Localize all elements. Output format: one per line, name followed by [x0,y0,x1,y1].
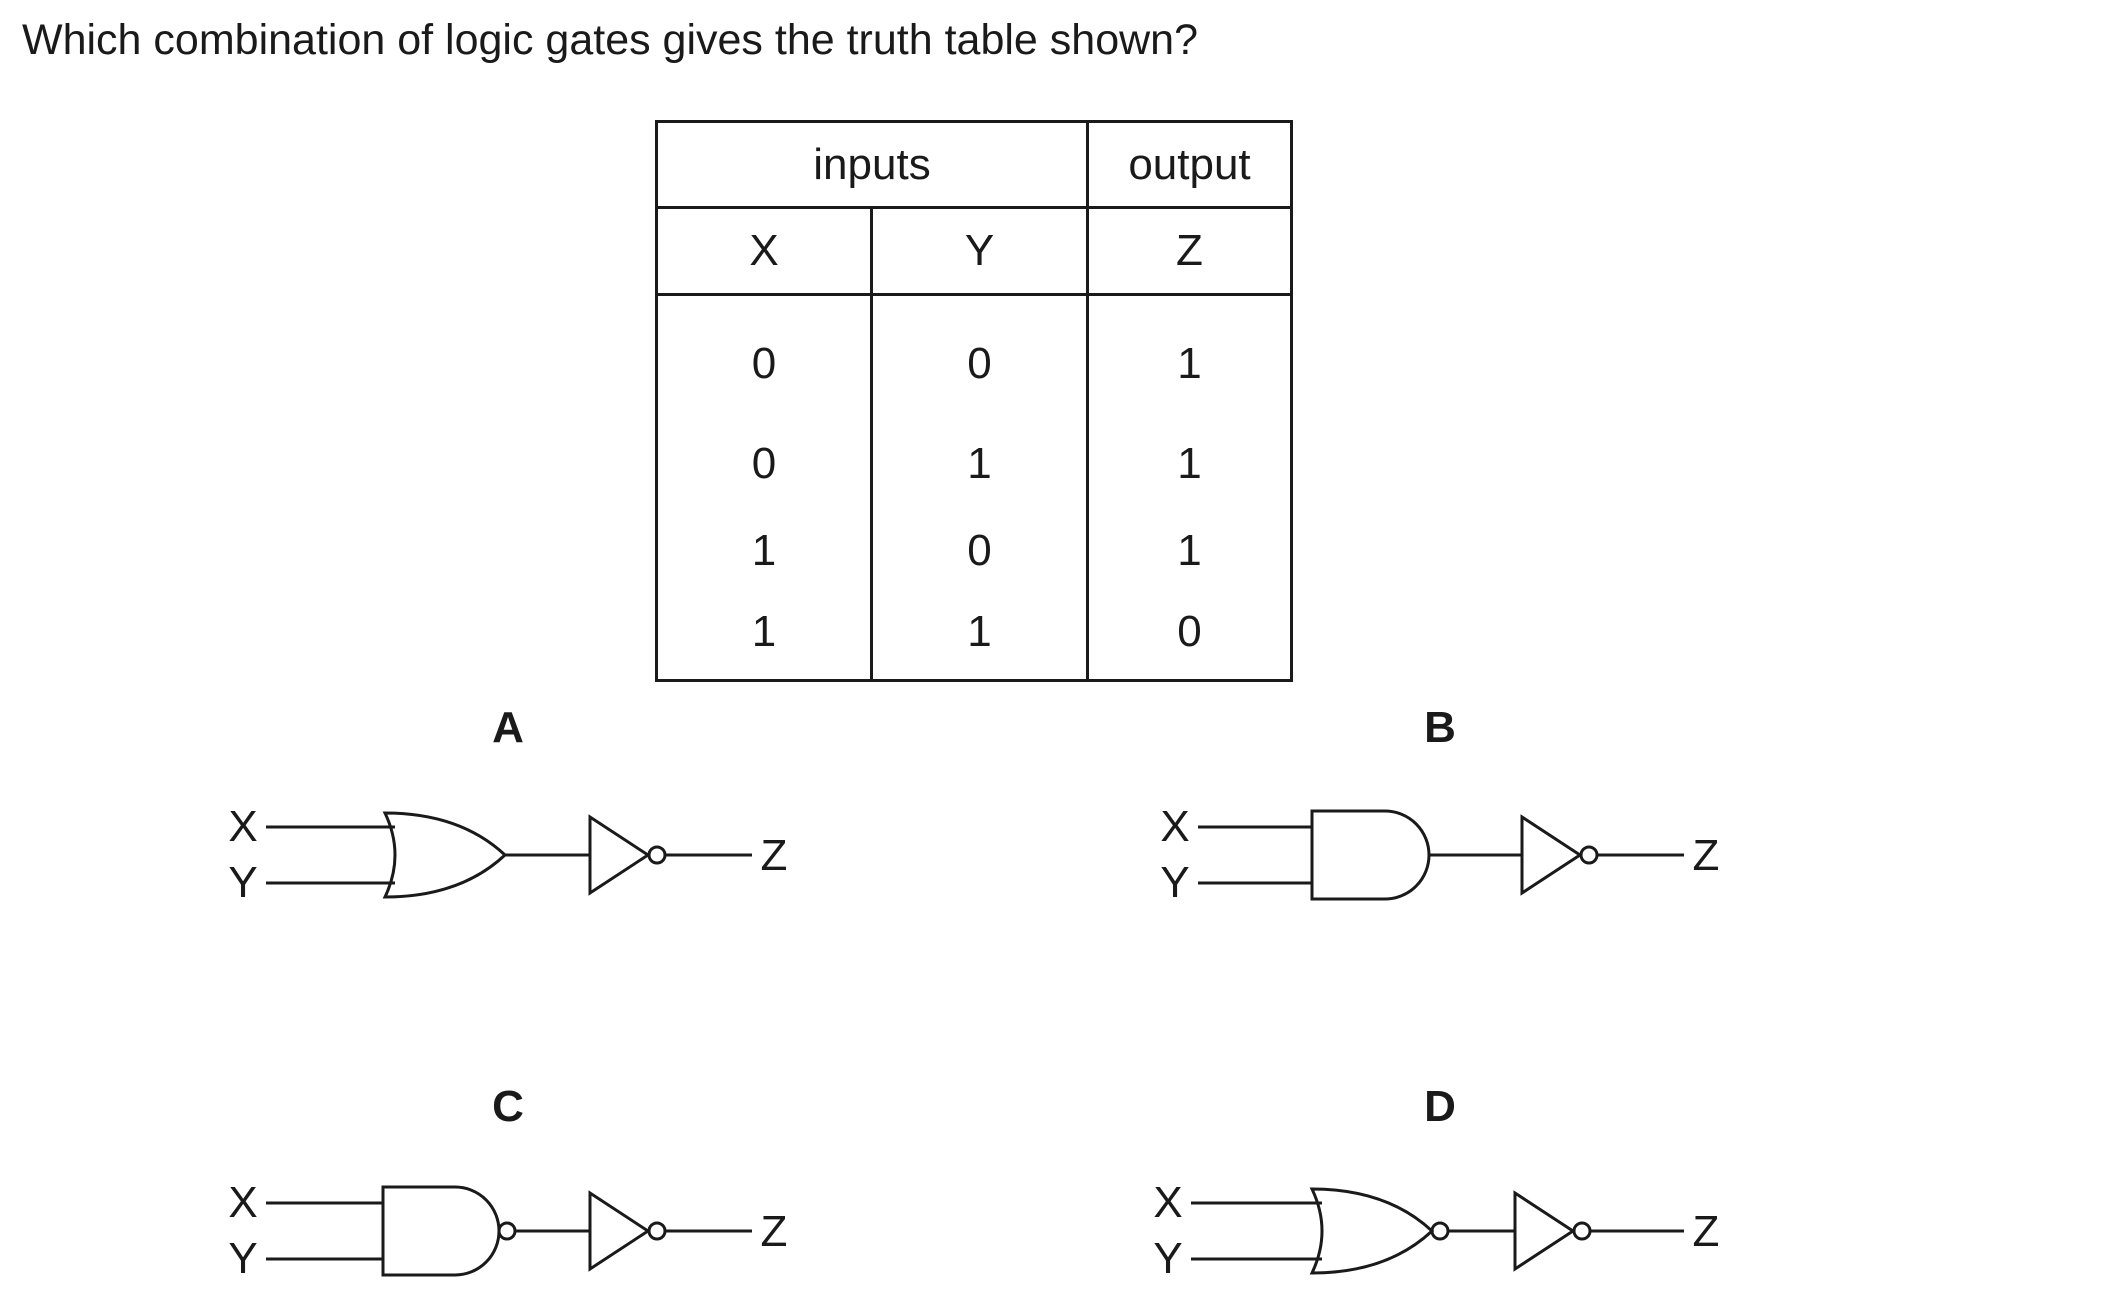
cell-y: 1 [870,420,1089,507]
cell-x: 1 [655,594,873,682]
output-z-label: Z [1693,831,1720,880]
inversion-bubble-icon [647,1221,667,1241]
inversion-bubble-icon [1572,1221,1592,1241]
cell-x: 1 [655,507,873,594]
cell-x: 0 [655,420,873,507]
cell-y: 0 [870,507,1089,594]
option-b: B X Y Z [1160,703,1719,907]
cell-z: 1 [1086,507,1293,594]
cell-z: 1 [1086,294,1293,420]
inversion-bubble-icon [1430,1221,1450,1241]
input-x-label: X [1153,1178,1182,1227]
and-gate-icon [1310,809,1431,901]
inversion-bubble-icon [1579,845,1599,865]
option-label: A [492,703,524,752]
column-header-x: X [655,206,873,296]
option-label: D [1424,1082,1456,1131]
or-gate-icon [382,811,508,899]
not-gate-icon [588,814,651,896]
option-label: B [1424,703,1456,752]
output-z-label: Z [1693,1207,1720,1256]
or-gate-icon [1309,1187,1435,1275]
input-y-label: Y [228,858,257,907]
option-c: C X Y Z [228,1082,787,1283]
and-gate-icon [381,1185,501,1277]
input-x-label: X [228,1178,257,1227]
question-text: Which combination of logic gates gives t… [22,16,1198,64]
cell-z: 0 [1086,594,1293,682]
truth-table: inputs output X Y Z 0 0 1 0 1 1 1 0 1 1 … [655,120,1293,682]
input-x-label: X [1160,802,1189,851]
output-header: output [1086,120,1293,209]
option-d: D X Y Z [1153,1082,1719,1283]
column-header-z: Z [1086,206,1293,296]
option-a: A X Y Z [228,703,787,907]
table-row: 0 0 1 [655,294,1293,420]
cell-y: 0 [870,294,1089,420]
not-gate-icon [1513,1190,1576,1272]
cell-y: 1 [870,594,1089,682]
cell-x: 0 [655,294,873,420]
not-gate-icon [588,1190,651,1272]
input-y-label: Y [1153,1234,1182,1283]
inputs-header: inputs [655,120,1089,209]
input-y-label: Y [228,1234,257,1283]
column-header-y: Y [870,206,1089,296]
inversion-bubble-icon [647,845,667,865]
table-row: 0 1 1 [655,420,1293,507]
option-label: C [492,1082,524,1131]
not-gate-icon [1520,814,1583,896]
output-z-label: Z [761,831,788,880]
table-row: 1 1 0 [655,594,1293,682]
cell-z: 1 [1086,420,1293,507]
table-row: 1 0 1 [655,507,1293,594]
input-x-label: X [228,802,257,851]
output-z-label: Z [761,1207,788,1256]
inversion-bubble-icon [497,1221,517,1241]
input-y-label: Y [1160,858,1189,907]
